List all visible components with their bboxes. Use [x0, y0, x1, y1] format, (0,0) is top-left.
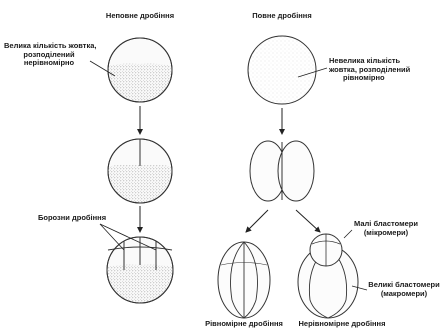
caption-equal-cleavage: Рівномірне дробіння — [200, 320, 288, 329]
egg-small-yolk — [248, 36, 316, 104]
caption-unequal-cleavage: Нерівномірне дробіння — [296, 320, 388, 329]
arrow-diag-left — [246, 210, 268, 232]
header-incomplete-cleavage: Неповне дробіння — [102, 12, 178, 21]
arrow-diag-right — [296, 210, 320, 232]
egg-furrows — [105, 237, 175, 305]
annotation-large-blastomeres: Великі бластомери (макромери) — [365, 281, 443, 298]
unequal-cleavage-embryo — [298, 234, 358, 318]
annotation-small-blastomeres: Малі бластомери (мікромери) — [349, 220, 423, 237]
egg-first-division — [106, 139, 174, 205]
annotation-large-yolk: Велика кількість жовтка, розподілений не… — [4, 42, 94, 68]
leader-furrow-1 — [100, 224, 124, 250]
equal-cleavage-embryo — [218, 242, 270, 318]
header-complete-cleavage: Повне дробіння — [244, 12, 320, 21]
two-cell-stage — [250, 141, 314, 201]
annotation-furrows: Борозни дробіння — [38, 214, 118, 223]
annotation-small-yolk: Невелика кількість жовтка, розподілений … — [329, 57, 439, 83]
egg-large-yolk — [106, 38, 174, 104]
